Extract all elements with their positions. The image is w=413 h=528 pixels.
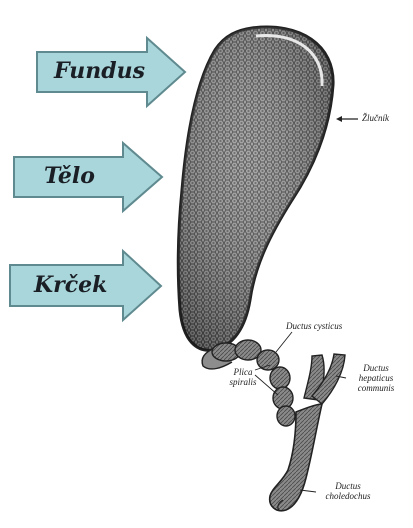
zlucnik-pointer — [336, 116, 358, 122]
label-ductus-hepaticus-communis: Ductus hepaticus communis — [346, 363, 406, 393]
plica-line-1: Plica — [226, 367, 260, 377]
hepaticus-line-2: hepaticus — [346, 373, 406, 383]
hepaticus-line-3: communis — [346, 383, 406, 393]
label-telo: Tělo — [44, 163, 95, 189]
label-ductus-choledochus: Ductus choledochus — [318, 481, 378, 501]
hepatic-duct — [304, 354, 345, 404]
choledochus-line-2: choledochus — [318, 491, 378, 501]
gallbladder-body — [178, 27, 333, 350]
label-fundus: Fundus — [54, 58, 145, 84]
plica-line-2: spiralis — [226, 377, 260, 387]
label-krcek: Krček — [34, 272, 107, 298]
choledochus-line-1: Ductus — [318, 481, 378, 491]
label-plica-spiralis: Plica spiralis — [226, 367, 260, 387]
hepaticus-line-1: Ductus — [346, 363, 406, 373]
label-ductus-cysticus: Ductus cysticus — [286, 321, 342, 331]
label-zlucnik: Žlučník — [362, 113, 389, 123]
